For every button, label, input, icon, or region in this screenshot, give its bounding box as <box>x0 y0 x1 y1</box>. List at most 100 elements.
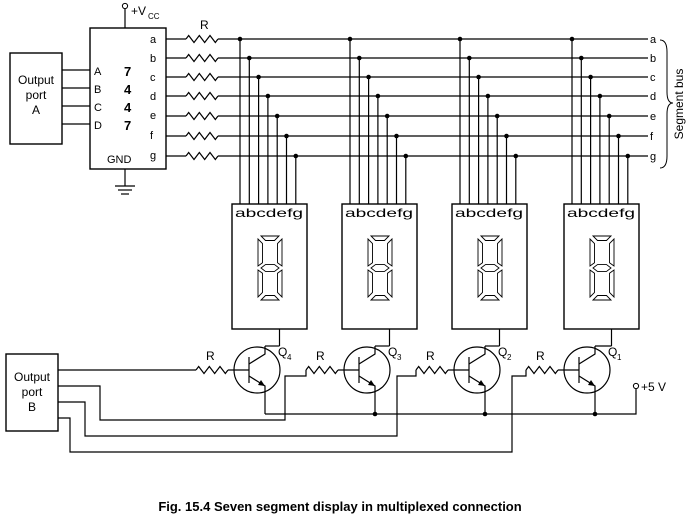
display-2-segment-e <box>367 269 373 299</box>
port-a-label-line3: A <box>32 103 40 117</box>
transistor-3-collector <box>468 346 486 365</box>
display-2-junction-c <box>366 74 371 80</box>
display-3-junction-g <box>513 153 519 159</box>
display-4-segment-c <box>609 269 615 299</box>
base-resistor-2 <box>305 365 339 375</box>
display-4-junction-c <box>588 74 593 80</box>
ic-digit-3: 4 <box>124 100 132 115</box>
segment-resistor-d <box>185 91 219 101</box>
display-2-segment-f <box>367 237 373 267</box>
bus-label-d: d <box>650 91 656 103</box>
seven-segment-display-3: abcdefg <box>451 203 528 330</box>
base-resistor-4 <box>525 365 559 375</box>
port-a-label-line2: port <box>26 88 47 102</box>
segment-resistor-e <box>185 111 219 121</box>
display-3-junction-d <box>485 93 491 99</box>
display-4-junction-e <box>606 113 612 119</box>
transistor-1-label: Q <box>278 345 287 359</box>
ic-out-d: d <box>150 91 156 103</box>
output-port-a: Output port A <box>9 52 90 145</box>
ic-gnd-label: GND <box>107 154 132 166</box>
display-4-junction-f <box>616 133 621 139</box>
supply-line <box>265 388 637 415</box>
transistor-4-collector <box>578 346 596 365</box>
base-resistor-4-label: R <box>536 349 545 363</box>
display-1-junction-f <box>284 133 289 139</box>
base-resistor-1-label: R <box>206 349 215 363</box>
display-2-junction-a <box>347 36 353 42</box>
base-resistor-3 <box>415 365 449 375</box>
transistor-3-emitter-arrow <box>478 380 485 386</box>
vcc-subscript: CC <box>148 12 160 21</box>
display-3-pin-labels: abcdefg <box>455 206 523 220</box>
ic-out-b: b <box>150 53 156 65</box>
display-1-pin-labels: abcdefg <box>235 206 303 220</box>
display-2-junction-e <box>384 113 390 119</box>
ic-pin-b: B <box>94 84 101 96</box>
display-4-pin-labels: abcdefg <box>567 206 635 220</box>
ic-out-g: g <box>150 150 156 162</box>
ic-out-e: e <box>150 110 156 122</box>
port-b-wire-3 <box>58 370 417 437</box>
ic-digit-1: 7 <box>124 64 131 79</box>
output-port-b: Output port B <box>5 353 59 432</box>
display-2-junction-d <box>375 93 381 99</box>
display-1-segment-g <box>260 264 280 272</box>
port-b-wire-4 <box>58 370 527 453</box>
ic-out-f: f <box>150 130 154 142</box>
display-1-junction-d <box>265 93 271 99</box>
display-3-junction-e <box>494 113 500 119</box>
vcc-label: +V <box>131 4 146 18</box>
display-1-segment-e <box>257 269 263 299</box>
display-3-junction-c <box>476 74 481 80</box>
segment-resistor-a <box>185 34 219 44</box>
port-b-label-line2: port <box>22 385 43 399</box>
display-2-segment-d <box>369 295 391 301</box>
display-1-junction-a <box>237 36 243 42</box>
supply-terminal: +5 V <box>632 380 666 394</box>
display-3-segment-d <box>479 295 501 301</box>
display-2-segment-c <box>387 269 393 299</box>
segment-bus-label: Segment bus <box>672 69 686 140</box>
display-3-segment-e <box>477 269 483 299</box>
transistor-4-label: Q <box>608 345 617 359</box>
display-1-segment-b <box>277 237 283 267</box>
transistor-4-label-sub: 1 <box>617 353 622 362</box>
transistor-3-label-sub: 2 <box>507 353 512 362</box>
segment-resistor-label: R <box>200 18 209 32</box>
segment-resistor-f <box>185 131 219 141</box>
display-2-pin-labels: abcdefg <box>345 206 413 220</box>
display-1-segment-f <box>257 237 263 267</box>
display-4-segment-a <box>591 235 613 241</box>
bus-label-g: g <box>650 151 656 163</box>
display-2-junction-b <box>357 55 362 61</box>
segment-resistor-g <box>185 151 219 161</box>
display-1-segment-a <box>259 235 281 241</box>
bus-label-e: e <box>650 111 656 123</box>
port-b-label-line3: B <box>28 400 36 414</box>
ic-out-c: c <box>150 72 156 84</box>
bus-label-c: c <box>650 72 656 84</box>
segment-bus-brace: Segment bus <box>659 39 686 169</box>
vcc-terminal: +V CC <box>121 2 160 28</box>
segment-bus-wiring: abcdefg <box>166 34 657 163</box>
seven-segment-display-1: abcdefg <box>231 203 308 330</box>
ic-out-a: a <box>150 34 157 46</box>
display-1-junction-b <box>247 55 252 61</box>
display-3-segment-c <box>497 269 503 299</box>
ic-digit-4: 7 <box>124 118 131 133</box>
seven-segment-display-2: abcdefg <box>341 203 418 330</box>
display-4-segment-e <box>589 269 595 299</box>
supply-label: +5 V <box>641 380 666 394</box>
display-1-junction-e <box>274 113 280 119</box>
transistor-1-collector <box>248 346 266 365</box>
display-2-junction-f <box>394 133 399 139</box>
transistor-2-label: Q <box>388 345 397 359</box>
segment-resistor-b <box>185 53 219 63</box>
figure-caption: Fig. 15.4 Seven segment display in multi… <box>158 499 521 514</box>
display-3-segment-b <box>497 237 503 267</box>
